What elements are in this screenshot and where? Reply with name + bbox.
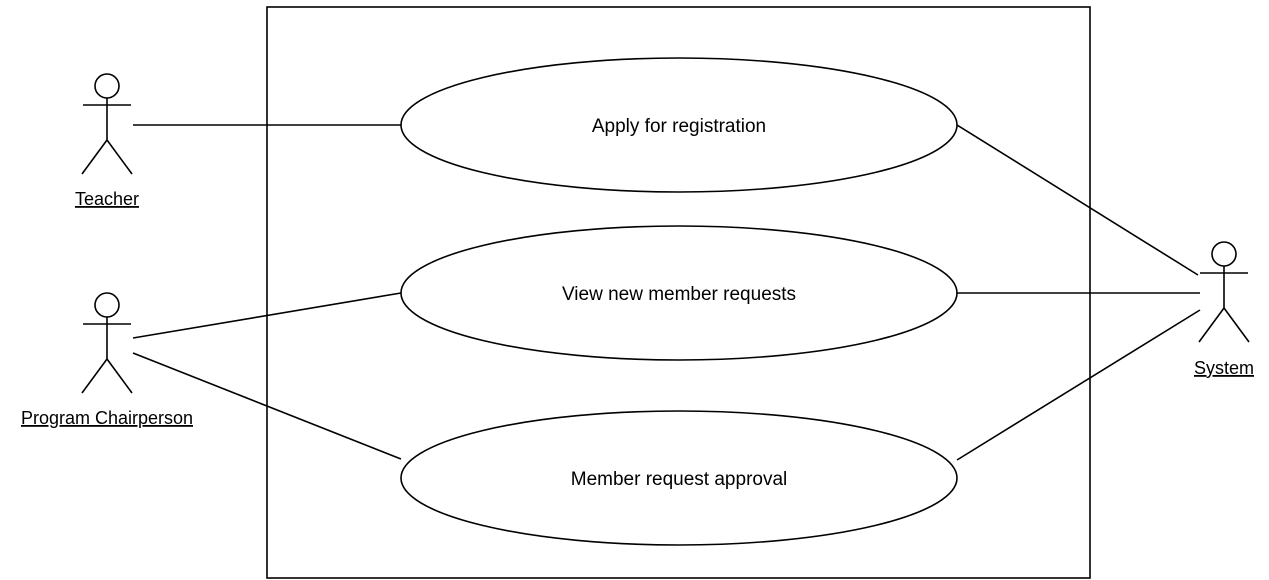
actor-label: Teacher: [75, 189, 139, 209]
stick-figure-icon: [81, 73, 133, 175]
actor-label: System: [1194, 358, 1254, 378]
stick-figure-icon: [1198, 241, 1250, 343]
use-case-member-request-approval: Member request approval: [400, 410, 958, 546]
stick-figure-icon: [81, 292, 133, 394]
actor-program-chairperson: Program Chairperson: [21, 292, 193, 428]
association-chair-approve: [132, 352, 402, 460]
use-case-label: View new member requests: [562, 284, 796, 305]
association-system-approve: [956, 309, 1201, 461]
actor-label: Program Chairperson: [21, 408, 193, 428]
use-case-label: Member request approval: [571, 469, 788, 490]
use-case-label: Apply for registration: [592, 116, 766, 137]
use-case-view-new-member-requests: View new member requests: [400, 225, 958, 361]
association-chair-view: [132, 292, 402, 339]
association-system-apply: [956, 124, 1199, 276]
actor-system: System: [1194, 241, 1254, 378]
use-case-apply-for-registration: Apply for registration: [400, 57, 958, 193]
actor-teacher: Teacher: [75, 73, 139, 209]
